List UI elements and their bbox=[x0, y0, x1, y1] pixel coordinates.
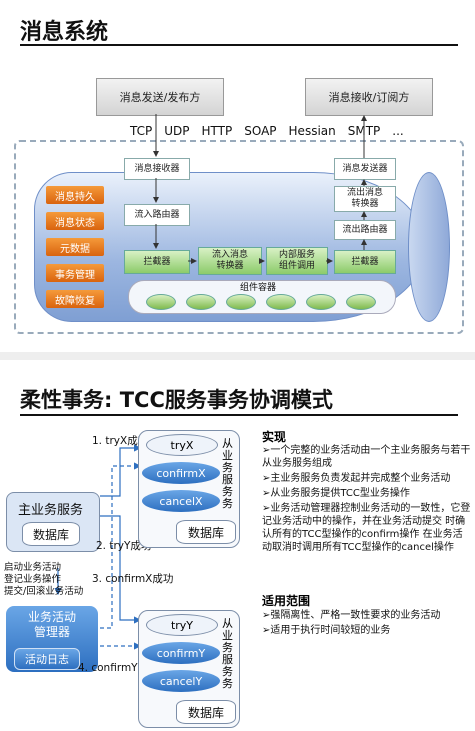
outflow-converter-box: 流出消息 转换器 bbox=[334, 186, 396, 212]
component-pill-6 bbox=[346, 294, 376, 310]
protocol-soap: SOAP bbox=[244, 124, 277, 138]
impl-item-1: ➢一个完整的业务活动由一个主业务服务与若干从业务服务组成 bbox=[262, 445, 471, 469]
component-pill-1 bbox=[146, 294, 176, 310]
component-pill-4 bbox=[266, 294, 296, 310]
tryX-op: tryX bbox=[146, 434, 218, 456]
top-flow-arrows bbox=[153, 114, 367, 264]
cancelX-op: cancelX bbox=[142, 490, 220, 512]
protocol-udp: UDP bbox=[164, 124, 190, 138]
sender-box: 消息发送/发布方 bbox=[96, 78, 224, 116]
interceptor-left-box: 拦截器 bbox=[124, 250, 190, 274]
sub1-db: 数据库 bbox=[176, 520, 236, 544]
protocol-http: HTTP bbox=[201, 124, 233, 138]
sub-service-2-label: 从业务服务务 bbox=[222, 617, 233, 690]
internal-service-box: 内部服务 组件调用 bbox=[266, 247, 328, 275]
impl-item-3: ➢从业务服务提供TCC型业务操作 bbox=[262, 488, 410, 499]
side-item-status: 消息状态 bbox=[46, 212, 104, 230]
main-service-label: 主业务服务 bbox=[18, 503, 84, 518]
side-item-persistence: 消息持久 bbox=[46, 186, 104, 204]
impl-heading: 实现 bbox=[262, 430, 287, 444]
tryY-op: tryY bbox=[146, 614, 218, 636]
scope-heading: 适用范围 bbox=[262, 594, 311, 608]
protocol-hessian: Hessian bbox=[288, 124, 336, 138]
msg-receiver-box: 消息接收器 bbox=[124, 158, 190, 180]
tcc-title: 柔性事务: TCC服务事务协调模式 bbox=[20, 388, 333, 412]
inflow-converter-box: 流入消息 转换器 bbox=[198, 247, 262, 275]
sub2-db: 数据库 bbox=[176, 700, 236, 724]
side-item-transaction: 事务管理 bbox=[46, 264, 104, 282]
message-system-title: 消息系统 bbox=[20, 20, 109, 45]
component-pill-2 bbox=[186, 294, 216, 310]
inflow-router-box: 流入路由器 bbox=[124, 204, 190, 226]
component-container-label: 组件容器 bbox=[240, 283, 277, 293]
cancelY-op: cancelY bbox=[142, 670, 220, 692]
receiver-box: 消息接收/订阅方 bbox=[305, 78, 433, 116]
confirmY-op: confirmY bbox=[142, 642, 220, 664]
side-item-metadata: 元数据 bbox=[46, 238, 104, 256]
protocol-list: TCP UDP HTTP SOAP Hessian SMTP ... bbox=[130, 124, 404, 138]
step-1-label: 1. tryX成功 bbox=[92, 435, 149, 447]
step-3-label: 3. confirmX成功 bbox=[92, 573, 174, 585]
tube-end-cap bbox=[408, 172, 450, 322]
tcc-flow-arrows bbox=[54, 444, 142, 650]
title-underline bbox=[20, 44, 458, 46]
tcc-title-underline bbox=[20, 414, 458, 416]
protocol-more: ... bbox=[392, 124, 404, 138]
component-pill-3 bbox=[226, 294, 256, 310]
scope-item-2: ➢适用于执行时间较短的业务 bbox=[262, 625, 391, 636]
activity-log: 活动日志 bbox=[14, 648, 80, 670]
main-actions-text: 启动业务活动 登记业务操作 提交/回滚业务活动 bbox=[4, 562, 84, 597]
sub-service-1-label: 从业务服务务 bbox=[222, 437, 233, 510]
side-item-recovery: 故障恢复 bbox=[46, 290, 104, 308]
interceptor-right-box: 拦截器 bbox=[334, 250, 396, 274]
section-divider bbox=[0, 352, 475, 360]
main-db: 数据库 bbox=[22, 522, 80, 546]
scope-item-1: ➢强隔离性、严格一致性要求的业务活动 bbox=[262, 610, 441, 621]
outflow-router-box: 流出路由器 bbox=[334, 220, 396, 240]
step-2-label: 2. tryY成功 bbox=[96, 540, 152, 552]
component-pill-5 bbox=[306, 294, 336, 310]
protocol-tcp: TCP bbox=[130, 124, 153, 138]
impl-item-4: ➢业务活动管理器控制业务活动的一致性，它登记业务活动中的操作，并在业务活动提交 … bbox=[262, 503, 471, 553]
bus-dashed-frame bbox=[14, 140, 464, 334]
activity-manager-label: 业务活动 管理器 bbox=[27, 610, 76, 639]
impl-item-2: ➢主业务服务负责发起并完成整个业务活动 bbox=[262, 473, 451, 484]
confirmX-op: confirmX bbox=[142, 462, 220, 484]
